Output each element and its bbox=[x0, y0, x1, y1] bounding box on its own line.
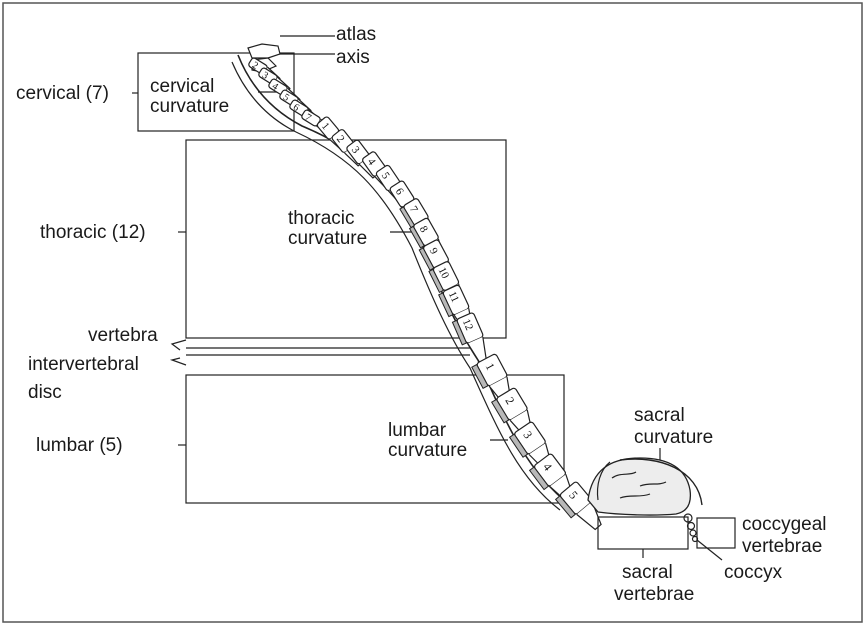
label-thoracic: thoracic (12) bbox=[40, 222, 146, 243]
atlas-bone bbox=[248, 44, 280, 58]
label-lumbar-curvature-1: lumbar bbox=[388, 420, 447, 441]
label-sacral-curvature-2: curvature bbox=[634, 427, 713, 448]
label-lumbar-curvature-2: curvature bbox=[388, 440, 467, 461]
coccyx-leader bbox=[697, 540, 722, 560]
label-axis: axis bbox=[336, 47, 370, 68]
vertebra-pointer bbox=[172, 340, 186, 350]
label-intervertebral: intervertebral bbox=[28, 354, 139, 375]
sacrum bbox=[588, 458, 690, 515]
label-atlas: atlas bbox=[336, 24, 376, 45]
label-coccygeal-1: coccygeal bbox=[742, 514, 827, 535]
label-vertebra: vertebra bbox=[88, 325, 158, 346]
coccygeal-bracket bbox=[697, 518, 735, 548]
coccyx-segment-3 bbox=[690, 530, 696, 536]
label-disc: disc bbox=[28, 382, 62, 403]
label-cervical: cervical (7) bbox=[16, 83, 109, 104]
label-sacral-vertebrae-2: vertebrae bbox=[614, 584, 694, 605]
sacral-vertebrae-bracket bbox=[598, 517, 688, 549]
label-sacral-vertebrae-1: sacral bbox=[622, 562, 673, 583]
label-coccygeal-2: vertebrae bbox=[742, 536, 822, 557]
label-thoracic-curvature-2: curvature bbox=[288, 228, 367, 249]
label-thoracic-curvature-1: thoracic bbox=[288, 208, 355, 229]
label-lumbar: lumbar (5) bbox=[36, 435, 123, 456]
label-sacral-curvature-1: sacral bbox=[634, 405, 685, 426]
disc-pointer bbox=[172, 358, 186, 365]
label-cervical-curvature-1: cervical bbox=[150, 76, 214, 97]
label-coccyx: coccyx bbox=[724, 562, 783, 583]
diagram-frame bbox=[3, 3, 862, 622]
label-cervical-curvature-2: curvature bbox=[150, 96, 229, 117]
